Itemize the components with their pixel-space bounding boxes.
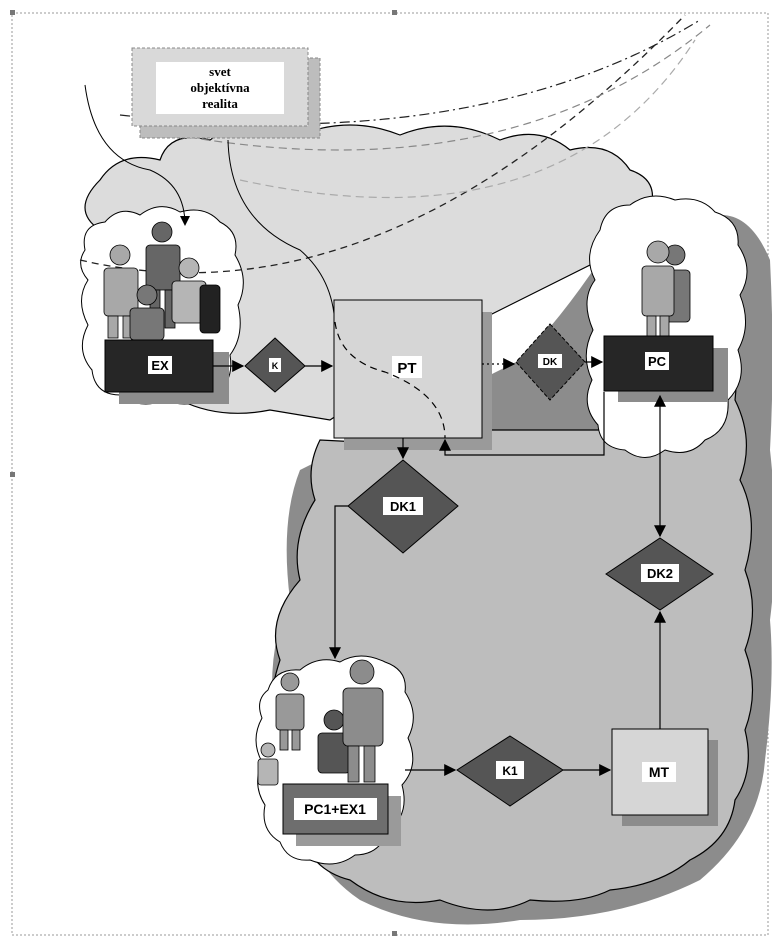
ex-box[interactable]: EX — [104, 339, 229, 404]
resize-handle[interactable] — [10, 10, 15, 15]
pt-label: PT — [397, 360, 416, 377]
pt-box[interactable]: PT — [333, 299, 492, 450]
arrows-dk1 — [329, 438, 409, 660]
resize-handle[interactable] — [392, 931, 397, 936]
pc-label: PC — [648, 354, 667, 369]
dk-diamond[interactable]: DK — [515, 323, 586, 401]
feedback-arrow-pc-pt — [439, 392, 605, 456]
person-pc-icon — [641, 240, 691, 339]
k-diamond[interactable]: K — [244, 337, 306, 393]
pc-box[interactable]: PC — [603, 335, 728, 402]
world-label-line3: realita — [202, 96, 238, 111]
resize-handle[interactable] — [392, 10, 397, 15]
flow-arrows-dk — [482, 356, 604, 370]
pc1-ex1-box[interactable]: PC1+EX1 — [282, 783, 401, 846]
mt-box[interactable]: MT — [611, 728, 718, 826]
dk2-diamond[interactable]: DK2 — [605, 537, 714, 611]
people-group-pc1-ex1-icon — [257, 659, 384, 786]
k-label: K — [272, 361, 279, 371]
k1-diamond[interactable]: K1 — [456, 735, 564, 807]
pc1-ex1-label: PC1+EX1 — [304, 801, 366, 817]
resize-handle[interactable] — [10, 472, 15, 477]
world-label-box: svet objektívna realita — [131, 47, 321, 139]
dashed-curve-pt — [334, 321, 446, 439]
dk2-label: DK2 — [647, 566, 673, 581]
people-group-ex-icon — [103, 221, 221, 341]
dk1-diamond[interactable]: DK1 — [347, 459, 459, 554]
dk-label: DK — [543, 357, 558, 368]
k1-label: K1 — [502, 764, 518, 778]
world-label-line1: svet — [209, 64, 231, 79]
dk1-label: DK1 — [390, 499, 416, 514]
ex-label: EX — [151, 358, 169, 373]
mt-label: MT — [649, 764, 670, 780]
world-label-line2: objektívna — [190, 80, 250, 95]
